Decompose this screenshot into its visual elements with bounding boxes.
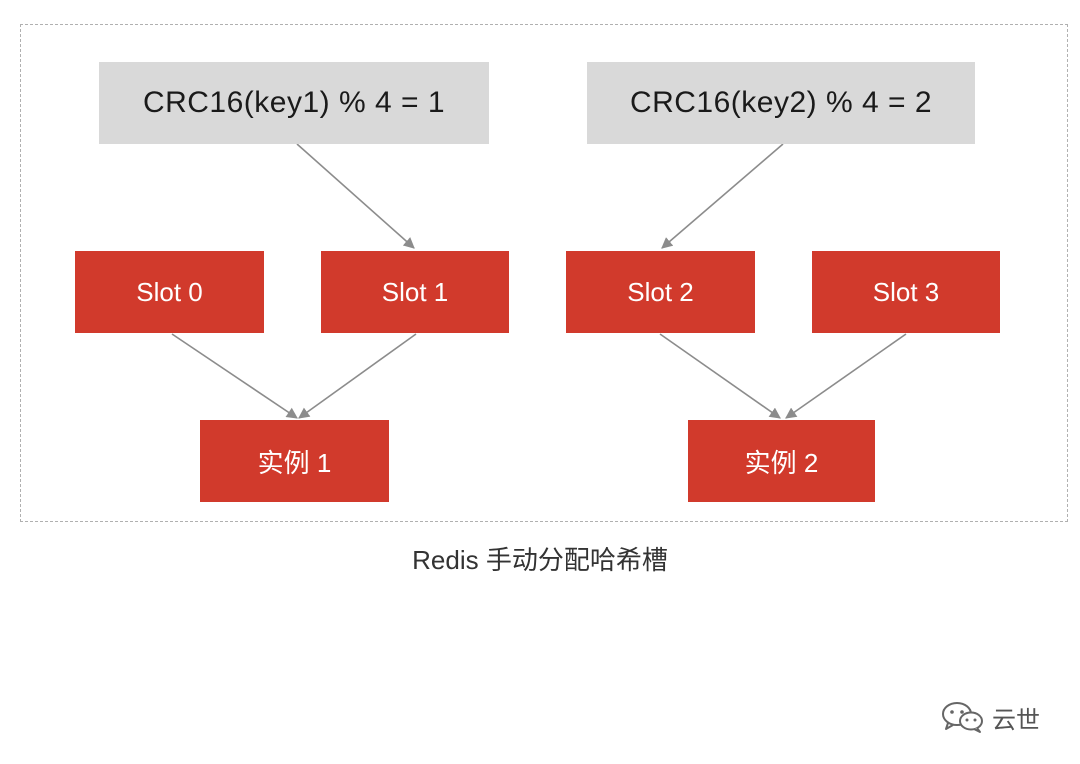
- slot-0-label: Slot 0: [136, 276, 203, 307]
- wechat-icon: [942, 702, 983, 733]
- hash-box-key2: CRC16(key2) % 4 = 2: [587, 62, 975, 144]
- instance-1: 实例 1: [200, 420, 389, 502]
- instance-2-label: 实例 2: [744, 447, 819, 478]
- slot-2-label: Slot 2: [627, 276, 694, 307]
- hash-box-key1-label: CRC16(key1) % 4 = 1: [142, 86, 446, 119]
- diagram-caption: Redis 手动分配哈希槽: [412, 545, 668, 575]
- slot-2: Slot 2: [566, 251, 755, 333]
- slot-3-label: Slot 3: [872, 276, 940, 307]
- slot-0: Slot 0: [75, 251, 264, 333]
- watermark-text: 云世: [992, 706, 1040, 734]
- diagram-frame: [20, 24, 1068, 522]
- slot-3: Slot 3: [812, 251, 1000, 333]
- hash-box-key1: CRC16(key1) % 4 = 1: [99, 62, 489, 144]
- instance-2: 实例 2: [688, 420, 875, 502]
- slot-1-label: Slot 1: [381, 276, 449, 307]
- instance-1-label: 实例 1: [257, 447, 332, 478]
- hash-box-key2-label: CRC16(key2) % 4 = 2: [629, 86, 933, 119]
- watermark: 云世: [940, 700, 1040, 734]
- slot-1: Slot 1: [321, 251, 509, 333]
